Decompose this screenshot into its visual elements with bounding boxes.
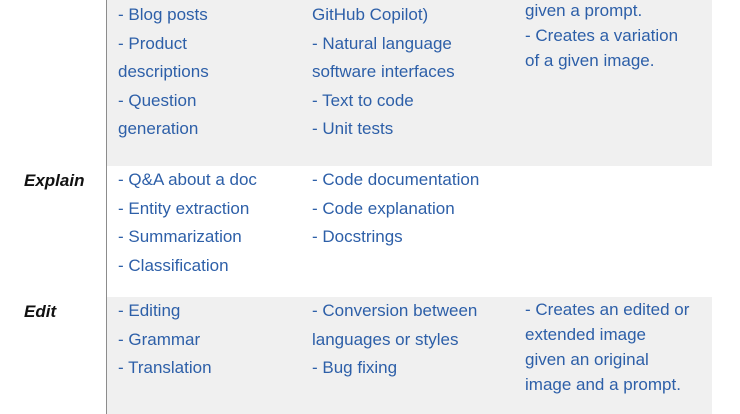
cell-line: - Question	[118, 90, 197, 110]
cell-line: - Creates a variation	[525, 26, 679, 45]
cell-line: extended image	[525, 325, 646, 344]
cell-line: - Natural language	[312, 33, 452, 53]
cell-line: image and a prompt.	[525, 375, 681, 394]
row-background-edit	[107, 297, 712, 414]
cell-line: - Conversion between	[312, 301, 478, 320]
explain-text-column: - Q&A about a doc - Entity extraction - …	[118, 166, 257, 280]
explain-code-column: - Code documentation - Code explanation …	[312, 166, 479, 252]
cell-line: - Summarization	[118, 227, 242, 246]
edit-image-column: - Creates an edited or extended image gi…	[525, 297, 689, 397]
cell-line: - Bug fixing	[312, 358, 398, 377]
cell-line: - Code explanation	[312, 198, 455, 218]
cell-line: - Creates an edited or	[525, 300, 690, 319]
cell-line: of a given image.	[525, 51, 655, 70]
cell-line: - Editing	[118, 301, 181, 320]
generate-code-column: GitHub Copilot) - Natural language softw…	[312, 1, 455, 144]
cell-line: given an original	[525, 350, 649, 369]
generate-image-column: given a prompt. - Creates a variation of…	[525, 0, 678, 73]
cell-line: languages or styles	[312, 329, 459, 349]
cell-line: - Code documentation	[312, 170, 480, 189]
cell-line: - Blog posts	[118, 5, 208, 24]
cell-line: descriptions	[118, 62, 209, 81]
row-label-edit: Edit	[24, 302, 57, 321]
row-label-explain: Explain	[24, 171, 85, 190]
cell-line: generation	[118, 119, 199, 138]
cell-line: software interfaces	[312, 62, 455, 81]
cell-line: - Classification	[118, 255, 229, 275]
edit-code-column: - Conversion between languages or styles…	[312, 297, 477, 383]
cell-line: GitHub Copilot)	[312, 5, 429, 24]
generate-text-column: - Blog posts - Product descriptions - Qu…	[118, 1, 209, 144]
cell-line: - Entity extraction	[118, 198, 250, 218]
cell-line: - Text to code	[312, 90, 414, 110]
edit-text-column: - Editing - Grammar - Translation	[118, 297, 212, 383]
cell-line: - Translation	[118, 358, 212, 377]
cell-line: - Grammar	[118, 329, 201, 349]
cell-line: given a prompt.	[525, 1, 643, 20]
cell-line: - Product	[118, 33, 187, 53]
cell-line: - Docstrings	[312, 227, 403, 246]
cell-line: - Q&A about a doc	[118, 170, 257, 189]
row-background-generate	[107, 0, 712, 166]
column-divider	[106, 0, 107, 414]
cell-line: - Unit tests	[312, 119, 394, 138]
